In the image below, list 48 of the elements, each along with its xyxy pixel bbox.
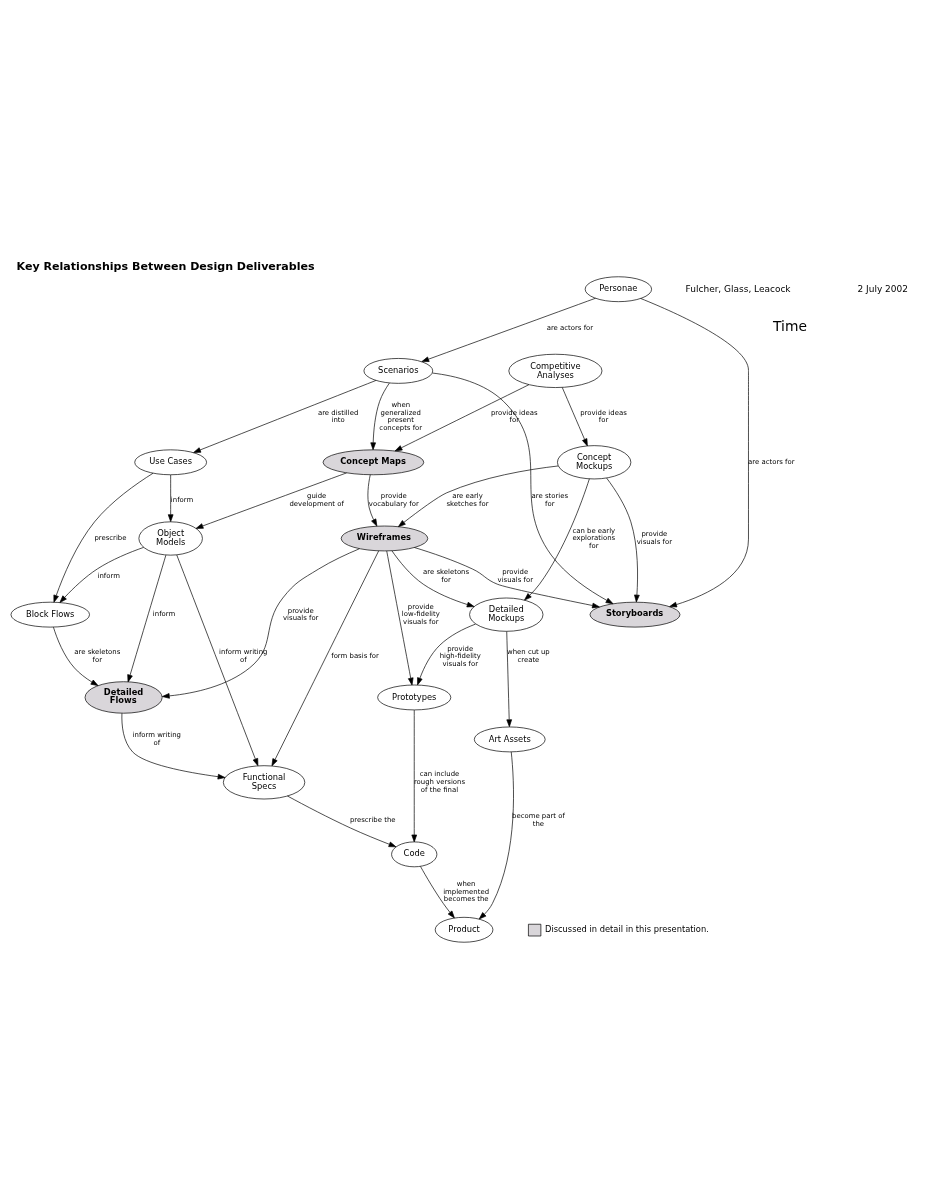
arrow <box>53 626 99 686</box>
node-ellipse: Detailed Mockups <box>469 597 544 632</box>
arrow <box>606 477 640 602</box>
arrow <box>391 550 475 607</box>
arrow <box>414 546 600 608</box>
arrow <box>367 473 378 526</box>
arrow <box>420 865 455 918</box>
arrow <box>162 547 360 699</box>
arrow <box>561 386 588 446</box>
arrow <box>121 712 226 779</box>
arrow <box>417 623 476 685</box>
node-ellipse: Art Assets <box>473 726 546 752</box>
arrow <box>127 554 167 682</box>
arrow <box>524 477 590 600</box>
arrow <box>370 382 390 450</box>
node-ellipse: Code <box>391 841 438 867</box>
arrow <box>398 465 559 527</box>
node-ellipse: Prototypes <box>377 684 452 710</box>
label: 2 July 2002 <box>857 283 908 294</box>
arrow <box>59 546 145 603</box>
arrow <box>193 379 377 453</box>
arrow <box>287 795 397 847</box>
arrow <box>411 709 417 842</box>
arrow <box>167 474 174 522</box>
arrow <box>386 550 414 685</box>
node-ellipse: Block Flows <box>10 601 90 627</box>
node-ellipse: Personae <box>584 275 652 302</box>
node-ellipse: Concept Mockups <box>557 444 632 479</box>
node-ellipse: Use Cases <box>134 449 207 475</box>
arrow <box>271 550 380 766</box>
node-ellipse: Functional Specs <box>223 764 306 799</box>
node-ellipse: Product <box>434 916 494 943</box>
arrow <box>506 630 512 727</box>
diagram-title: Key Relationships Between Design Deliverables <box>16 259 315 273</box>
arrow <box>53 472 154 603</box>
arrow <box>176 554 259 766</box>
arrow <box>432 372 614 604</box>
legend-label: Discussed in detail in this presentation. <box>545 923 709 934</box>
label: Time <box>773 317 807 334</box>
label: Fulcher, Glass, Leacock <box>685 283 791 294</box>
node-ellipse: Wireframes <box>340 525 429 551</box>
node-ellipse: Concept Maps <box>322 449 425 475</box>
arrow <box>195 472 347 529</box>
node-ellipse: Competitive Analyses <box>508 353 603 388</box>
arrow <box>478 751 514 919</box>
arrow <box>640 297 749 607</box>
arrow <box>421 297 596 362</box>
arrow <box>394 383 530 451</box>
